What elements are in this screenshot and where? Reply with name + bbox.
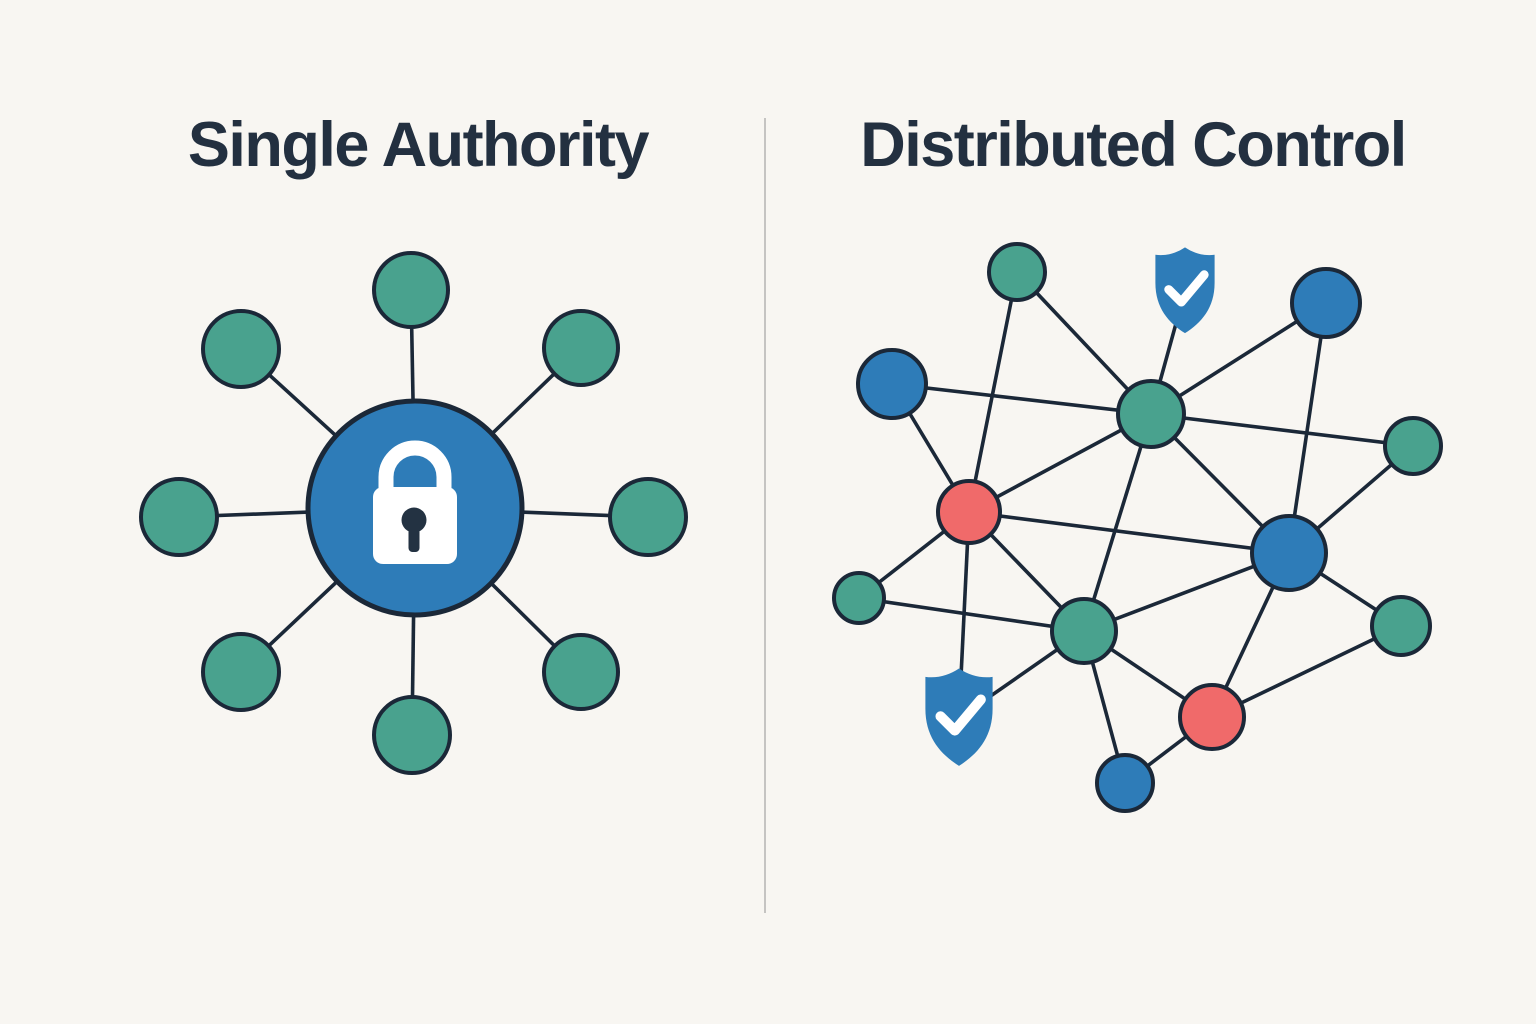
network-edge [968,510,1290,555]
network-edge [1211,624,1402,719]
check-icon [935,694,986,736]
network-edge [1150,412,1414,448]
satellite-bottom-left [201,632,281,712]
shield-icon [1155,247,1215,334]
node-teal-small-left [832,571,886,625]
network-edge [1287,302,1328,554]
satellite-left [139,477,219,557]
shield-check-top [1155,247,1215,334]
satellite-right [608,477,688,557]
node-blue-big [1250,514,1328,592]
shield-icon [925,668,993,766]
satellite-top [372,251,450,329]
network-edge [858,596,1085,633]
node-teal-top [987,242,1047,302]
node-blue-left [856,348,928,420]
node-teal-right [1383,416,1443,476]
node-red-left [936,479,1002,545]
satellite-top-right [542,309,620,387]
satellite-bottom [372,695,452,775]
check-icon [1164,270,1209,307]
right-panel-title: Distributed Control [860,110,1407,180]
node-teal-hub-top [1116,379,1186,449]
network-edge [1082,413,1153,632]
satellite-top-left [201,309,281,389]
satellite-bottom-right [542,633,620,711]
lock-keyhole [401,507,427,533]
network-edge [967,271,1019,513]
node-blue-bottom [1095,753,1155,813]
node-teal-hub-bottom [1050,597,1118,665]
node-teal-lower-right [1370,595,1432,657]
lock-shackle [378,440,452,494]
lock-keyhole-stem [408,524,420,552]
network-edge [891,382,1152,416]
left-panel-title: Single Authority [187,110,650,180]
node-blue-top-right [1290,267,1362,339]
shield-check-bottom [925,668,993,766]
lock-icon [373,440,457,564]
node-red-bottom [1178,683,1246,751]
